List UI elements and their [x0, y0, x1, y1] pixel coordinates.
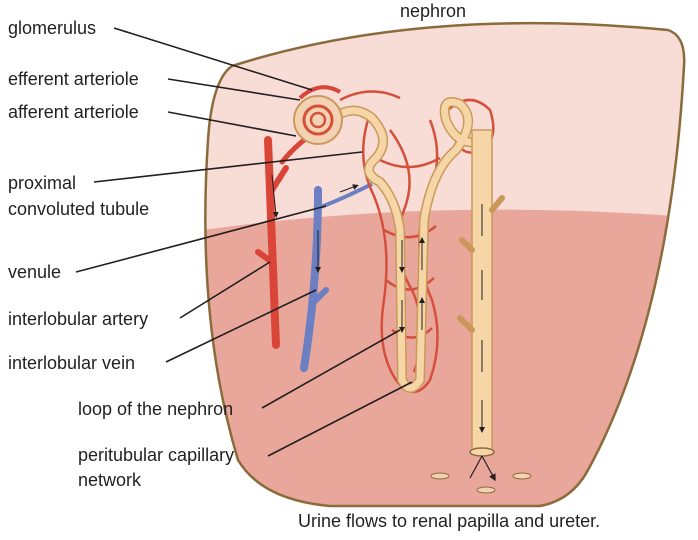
leader-venule	[75, 205, 327, 273]
glomerular-capsule	[293, 95, 343, 145]
collecting-duct	[457, 129, 505, 457]
label-proximal-line1: proximal	[8, 173, 77, 193]
leader-proximal-tubule	[93, 151, 363, 183]
leader-efferent-arteriole	[167, 78, 301, 101]
leader-glomerulus	[113, 27, 313, 91]
flow-arrows	[339, 184, 425, 333]
label-peritubular-line1: peritubular capillary	[78, 445, 235, 465]
label-proximal-line2: convoluted tubule	[8, 199, 150, 219]
label-loop: loop of the nephron	[78, 399, 234, 419]
leader-interlobular-vein	[165, 289, 317, 363]
label-efferent-arteriole: efferent arteriole	[8, 69, 139, 89]
leader-loop	[261, 329, 401, 409]
leader-afferent-arteriole	[167, 111, 297, 137]
kidney-outline	[204, 21, 686, 508]
renal-tissue	[204, 21, 686, 508]
label-peritubular-line2: network	[78, 470, 142, 490]
label-interlobular-artery: interlobular artery	[8, 309, 149, 329]
diagram-title: nephron	[400, 1, 467, 21]
label-venule: venule	[8, 262, 62, 282]
glomerulus-structure	[293, 85, 343, 145]
renal-papilla	[430, 455, 532, 494]
leader-lines	[75, 27, 413, 457]
caption: Urine flows to renal papilla and ureter.	[298, 511, 601, 531]
renal-medulla	[205, 209, 685, 507]
leader-peritubular	[267, 381, 413, 457]
label-glomerulus: glomerulus	[8, 18, 97, 38]
efferent-arteriole-vessel	[298, 85, 342, 100]
label-afferent-arteriole: afferent arteriole	[8, 102, 139, 122]
nephron-tubule	[319, 97, 485, 455]
leader-interlobular-artery	[179, 261, 271, 319]
glomerulus-capillaries	[302, 104, 334, 136]
label-interlobular-vein: interlobular vein	[8, 353, 136, 373]
